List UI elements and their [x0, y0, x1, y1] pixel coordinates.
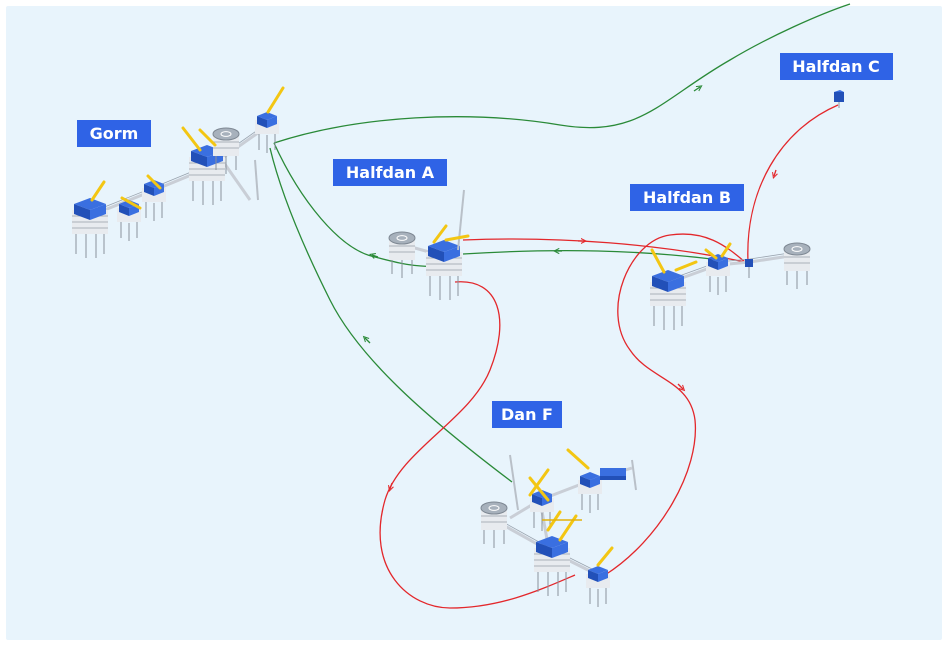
- pipeline-arrow: [390, 482, 392, 489]
- pipeline-arrow: [372, 255, 379, 257]
- platform-halfdan-c: [834, 90, 844, 108]
- platform-complex-dan-f: [480, 448, 637, 608]
- field-label-text: Halfdan C: [792, 57, 880, 76]
- field-label-text: Halfdan A: [346, 163, 435, 182]
- platform-complex-halfdan-a: [388, 189, 470, 301]
- field-label-text: Halfdan B: [643, 188, 731, 207]
- pipeline-gorm-halfdan-a: [273, 142, 441, 268]
- field-label-gorm: Gorm: [77, 120, 151, 147]
- field-label-halfdan-a: Halfdan A: [333, 159, 447, 186]
- platform-complex-gorm: [71, 86, 285, 259]
- riser-platform: [745, 259, 753, 267]
- field-label-text: Gorm: [90, 124, 139, 143]
- pipeline-gorm-export: [273, 3, 851, 144]
- pipeline-dan-f-halfdan-b: [604, 233, 746, 576]
- pipeline-halfdan-c-halfdan-b: [747, 104, 839, 263]
- platform-complex-halfdan-b: [649, 242, 811, 331]
- pipeline-dan-f-gorm: [269, 147, 513, 483]
- pipeline-halfdan-b-halfdan-a: [462, 249, 721, 261]
- field-label-halfdan-b: Halfdan B: [630, 184, 744, 211]
- sea-background: [6, 6, 942, 640]
- pipeline-arrow: [693, 87, 700, 92]
- field-label-halfdan-c: Halfdan C: [780, 53, 893, 80]
- platform-module: [600, 468, 626, 476]
- pipeline-halfdan-a-dan-f: [379, 281, 576, 609]
- pipeline-arrow: [677, 383, 683, 389]
- pipeline-arrow: [365, 338, 371, 344]
- field-label-dan-f: Dan F: [492, 401, 562, 428]
- field-label-text: Dan F: [501, 405, 553, 424]
- pipeline-arrow: [774, 169, 776, 176]
